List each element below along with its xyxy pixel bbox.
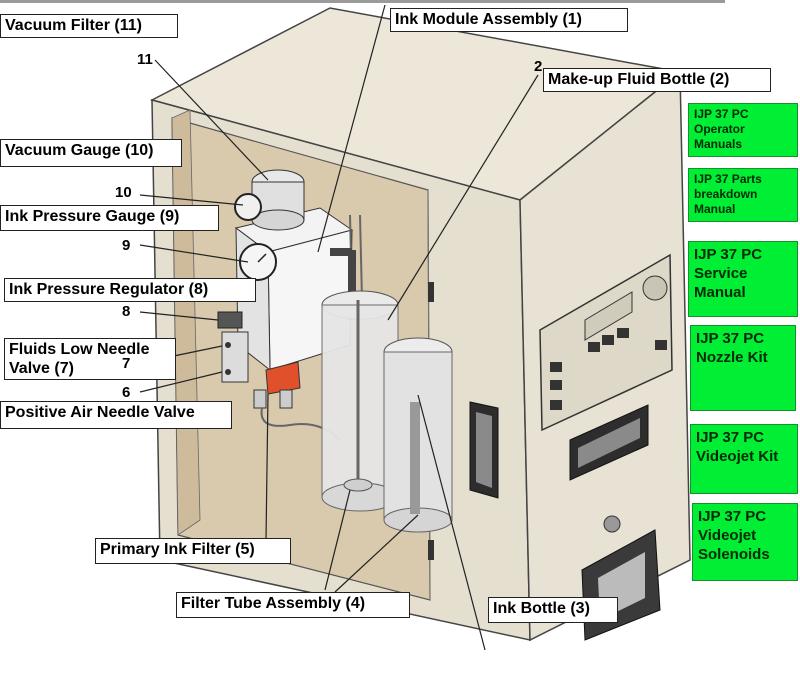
doc-link-parts-breakdown-manual[interactable]: IJP 37 Parts breakdown Manual (688, 168, 798, 222)
number-6: 6 (122, 384, 131, 401)
number-11: 11 (137, 51, 153, 68)
label-positive-air-needle-valve: Positive Air Needle Valve (0, 401, 232, 429)
primary-ink-filter-shape (265, 361, 301, 395)
doc-link-videojet-solenoids[interactable]: IJP 37 PC Videojet Solenoids (692, 503, 798, 581)
doc-link-nozzle-kit[interactable]: IJP 37 PC Nozzle Kit (690, 325, 796, 411)
label-ink-module-assembly: Ink Module Assembly (1) (390, 8, 628, 32)
doc-link-service-manual[interactable]: IJP 37 PC Service Manual (688, 241, 798, 317)
label-ink-pressure-regulator: Ink Pressure Regulator (8) (4, 278, 256, 302)
label-vacuum-gauge: Vacuum Gauge (10) (0, 139, 182, 167)
number-9: 9 (122, 237, 131, 254)
label-ink-pressure-gauge: Ink Pressure Gauge (9) (0, 205, 219, 231)
number-10: 10 (115, 184, 132, 201)
label-primary-ink-filter: Primary Ink Filter (5) (95, 538, 291, 564)
top-border-line (0, 0, 725, 3)
label-makeup-fluid-bottle: Make-up Fluid Bottle (2) (543, 68, 771, 92)
label-vacuum-filter: Vacuum Filter (11) (0, 14, 178, 38)
doc-link-videojet-kit[interactable]: IJP 37 PC Videojet Kit (690, 424, 798, 494)
label-filter-tube-assembly: Filter Tube Assembly (4) (176, 592, 410, 618)
number-8: 8 (122, 303, 131, 320)
number-7: 7 (122, 355, 131, 372)
number-2: 2 (534, 58, 543, 75)
label-fluids-low-needle-valve: Fluids Low Needle Valve (7) (4, 338, 176, 380)
doc-link-operator-manuals[interactable]: IJP 37 PC Operator Manuals (688, 103, 798, 157)
label-ink-bottle: Ink Bottle (3) (488, 597, 618, 623)
leader-lines (139, 4, 539, 651)
